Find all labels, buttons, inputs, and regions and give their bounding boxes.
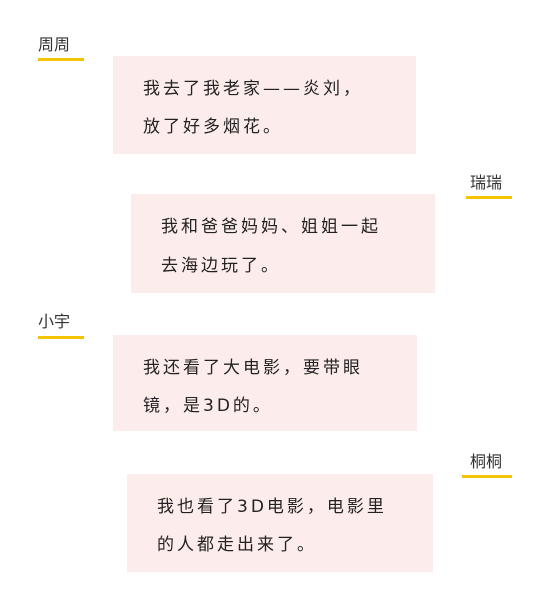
message-bubble-4: 我也看了3D电影，电影里 的人都走出来了。 bbox=[127, 474, 433, 572]
speaker-underline-3 bbox=[38, 336, 84, 339]
message-line: 我也看了3D电影，电影里 bbox=[157, 497, 387, 517]
message-line: 去海边玩了。 bbox=[161, 256, 281, 276]
speaker-name-2: 瑞瑞 bbox=[470, 173, 503, 192]
message-bubble-2: 我和爸爸妈妈、姐姐一起 去海边玩了。 bbox=[131, 194, 435, 293]
speaker-underline-4 bbox=[462, 475, 512, 478]
speaker-underline-2 bbox=[466, 196, 512, 199]
message-bubble-1: 我去了我老家——炎刘， 放了好多烟花。 bbox=[113, 56, 416, 154]
message-line: 的人都走出来了。 bbox=[157, 535, 317, 555]
speaker-name-1: 周周 bbox=[38, 35, 71, 54]
message-bubble-3: 我还看了大电影，要带眼 镜，是3D的。 bbox=[113, 335, 417, 431]
message-line: 我去了我老家——炎刘， bbox=[143, 79, 363, 99]
message-line: 我还看了大电影，要带眼 bbox=[143, 358, 363, 378]
speaker-underline-1 bbox=[38, 58, 84, 61]
message-line: 镜，是3D的。 bbox=[143, 396, 273, 416]
speaker-name-4: 桐桐 bbox=[470, 452, 503, 471]
message-line: 我和爸爸妈妈、姐姐一起 bbox=[161, 217, 381, 237]
message-line: 放了好多烟花。 bbox=[143, 117, 283, 137]
speaker-name-3: 小宇 bbox=[38, 312, 71, 331]
